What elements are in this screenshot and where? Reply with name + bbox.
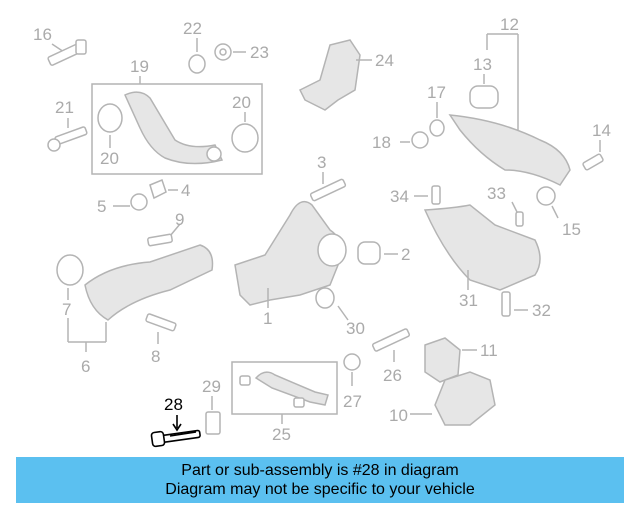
part-27-nut[interactable] [343,353,361,386]
label-1[interactable]: 1 [263,309,272,328]
label-30[interactable]: 30 [346,319,365,338]
part-22-washer[interactable] [188,38,206,74]
label-19[interactable]: 19 [130,57,149,76]
label-32[interactable]: 32 [532,301,551,320]
part-32-bolt[interactable] [501,291,528,317]
label-28[interactable]: 28 [164,395,183,414]
label-26[interactable]: 26 [383,366,402,385]
label-15[interactable]: 15 [562,220,581,239]
label-34[interactable]: 34 [390,187,409,206]
part-8-bolt[interactable] [145,313,177,344]
part-9-bolt[interactable] [147,223,181,247]
label-22[interactable]: 22 [183,19,202,38]
part-3-bolt[interactable] [309,172,347,202]
part-7-bushing[interactable] [56,254,84,342]
part-21-bolt[interactable] [47,118,88,152]
part-10-mount[interactable] [410,371,496,426]
label-11[interactable]: 11 [480,341,498,360]
label-6[interactable]: 6 [81,357,90,376]
part-15-nut[interactable] [536,186,559,219]
part-23-nut[interactable] [214,43,246,61]
label-13[interactable]: 13 [473,55,492,74]
label-20-left[interactable]: 20 [100,149,119,168]
part-17-washer[interactable] [429,102,445,137]
label-4[interactable]: 4 [181,181,190,200]
parts-diagram: 16 22 23 19 20 20 21 24 [33,15,611,448]
label-10[interactable]: 10 [389,406,408,425]
part-1-knuckle[interactable] [234,200,347,308]
label-24[interactable]: 24 [375,51,394,70]
label-21[interactable]: 21 [55,98,74,117]
label-27[interactable]: 27 [343,392,362,411]
label-23[interactable]: 23 [250,43,269,62]
label-7[interactable]: 7 [62,300,71,319]
part-4-clip[interactable] [149,178,178,200]
label-18[interactable]: 18 [372,133,391,152]
label-2[interactable]: 2 [401,245,410,264]
part-33-bolt[interactable] [511,201,524,227]
banner-line-1: Part or sub-assembly is #28 in diagram [181,462,459,479]
part-18-nut[interactable] [400,131,429,149]
part-19-upper-arm-assembly[interactable] [91,76,263,175]
part-25-link-assembly[interactable] [231,361,338,424]
label-29[interactable]: 29 [202,377,221,396]
part-30-bushing[interactable] [315,287,349,321]
part-11-mount[interactable] [424,337,477,383]
banner-line-2: Diagram may not be specific to your vehi… [165,481,475,498]
part-16-bolt[interactable] [47,39,87,66]
part-2-bushing[interactable] [357,241,398,265]
part-6-trailing-arm[interactable] [68,244,214,352]
label-9[interactable]: 9 [175,210,184,229]
label-12[interactable]: 12 [500,15,519,34]
part-12-lower-arm[interactable] [448,33,571,186]
label-25[interactable]: 25 [272,425,291,444]
label-5[interactable]: 5 [97,197,106,216]
label-17[interactable]: 17 [427,83,446,102]
part-29-clip[interactable] [205,396,221,435]
part-5-nut[interactable] [113,193,148,211]
part-24-bracket[interactable] [298,39,372,111]
label-3[interactable]: 3 [317,153,326,172]
label-14[interactable]: 14 [592,121,611,140]
part-13-bushing[interactable] [469,74,499,109]
label-8[interactable]: 8 [151,347,160,366]
part-28-bolt-highlighted[interactable] [150,415,201,448]
part-34-bolt[interactable] [414,185,441,205]
label-16[interactable]: 16 [33,25,52,44]
part-14-bolt[interactable] [582,140,604,171]
info-banner: Part or sub-assembly is #28 in diagram D… [16,457,624,503]
part-26-bolt[interactable] [371,328,411,362]
part-31-shield[interactable] [423,204,541,291]
label-31[interactable]: 31 [459,291,478,310]
label-20-right[interactable]: 20 [232,93,251,112]
label-33[interactable]: 33 [487,184,506,203]
